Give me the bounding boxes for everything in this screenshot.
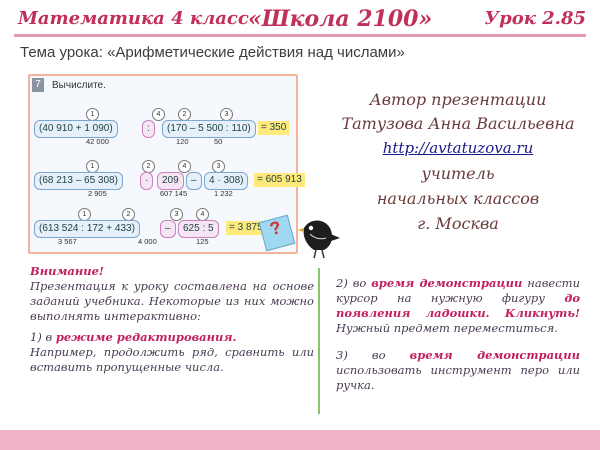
author-role-detail: начальных классов <box>376 189 540 208</box>
intermediate-result: 1 232 <box>214 189 233 198</box>
instruction-2-tail: Нужный предмет переместиться. <box>336 321 558 335</box>
step-circle: 4 <box>178 160 191 173</box>
mode-accent: режиме редактирования. <box>55 330 237 344</box>
answer: = 350 <box>258 121 290 135</box>
header-divider <box>14 34 586 37</box>
instruction-2-accent: время демонстрации <box>371 276 523 290</box>
instruction-3-accent: время демонстрации <box>409 348 581 362</box>
expression-middle[interactable]: 209 <box>157 172 184 190</box>
expression-right[interactable]: 4 · 308) <box>204 172 249 190</box>
operation[interactable]: – <box>160 220 176 238</box>
instruction-2-prefix: 2) во <box>336 276 372 290</box>
instruction-2: 2) во время демонстрации навести курсор … <box>336 276 580 336</box>
expression-right[interactable]: (170 – 5 500 : 110) <box>162 120 256 138</box>
instruction-3-tail: использовать инструмент перо или ручка. <box>336 363 580 392</box>
intermediate-result: 50 <box>214 137 223 146</box>
step-circle: 4 <box>152 108 165 121</box>
expression-left[interactable]: (40 910 + 1 090) <box>34 120 118 138</box>
intermediate-result: 120 <box>176 137 189 146</box>
intermediate-result: 607 145 <box>160 189 188 198</box>
subject-title: Математика 4 класс <box>18 8 249 29</box>
exercise-title: Вычислите. <box>52 80 106 91</box>
intermediate-result: 3 567 <box>58 237 77 246</box>
instruction-2-mid: навести курсор на нужную фигуру <box>336 276 580 305</box>
instruction-3: 3) во время демонстрации использовать ин… <box>336 348 580 393</box>
intermediate-result: 2 905 <box>88 189 107 198</box>
notes-paragraph: Презентация к уроку составлена на основе… <box>30 279 314 323</box>
answer: = 3 875 <box>226 221 266 235</box>
author-link[interactable]: http://avtatuzova.ru <box>382 139 534 157</box>
school-title: «Школа 2100» <box>248 6 433 32</box>
expression-left[interactable]: (613 524 : 172 + 433) <box>34 220 140 238</box>
instruction-3-prefix: 3) во <box>336 348 410 362</box>
exercise-number-badge: 7 <box>32 78 44 92</box>
lesson-number: Урок 2.85 <box>484 8 587 29</box>
notes-example: Например, продолжить ряд, сравнить или в… <box>30 345 314 374</box>
mode-prefix: 1) в <box>30 330 56 344</box>
warning-heading: Внимание! <box>30 264 104 278</box>
expression-left[interactable]: (68 213 – 65 308) <box>34 172 123 190</box>
intermediate-result: 125 <box>196 237 209 246</box>
footer-bar <box>0 430 600 450</box>
answer: = 605 913 <box>254 173 305 187</box>
author-name: Татузова Анна Васильевна <box>341 114 575 133</box>
step-circle: 3 <box>170 208 183 221</box>
author-city: г. Москва <box>417 214 499 233</box>
section-divider <box>318 268 320 414</box>
bird-icon[interactable] <box>296 212 342 260</box>
instruction-2-accent2: до появления ладошки. Кликнуть! <box>336 291 580 320</box>
author-heading: Автор презентации <box>369 90 547 109</box>
step-circle: 2 <box>142 160 155 173</box>
intermediate-result: 4 000 <box>138 237 157 246</box>
operation[interactable]: – <box>186 172 202 190</box>
operation[interactable]: · <box>140 172 154 190</box>
mode-line: 1) в режиме редактирования. <box>30 330 314 345</box>
author-role: учитель <box>421 164 495 183</box>
operation[interactable]: : <box>142 120 155 138</box>
right-notes: 2) во время демонстрации навести курсор … <box>336 276 580 393</box>
expression-right[interactable]: 625 : 5 <box>178 220 219 238</box>
lesson-topic: Тема урока: «Арифметические действия над… <box>20 44 405 61</box>
intermediate-result: 42 000 <box>86 137 109 146</box>
left-notes: Внимание! Презентация к уроку составлена… <box>30 264 314 375</box>
